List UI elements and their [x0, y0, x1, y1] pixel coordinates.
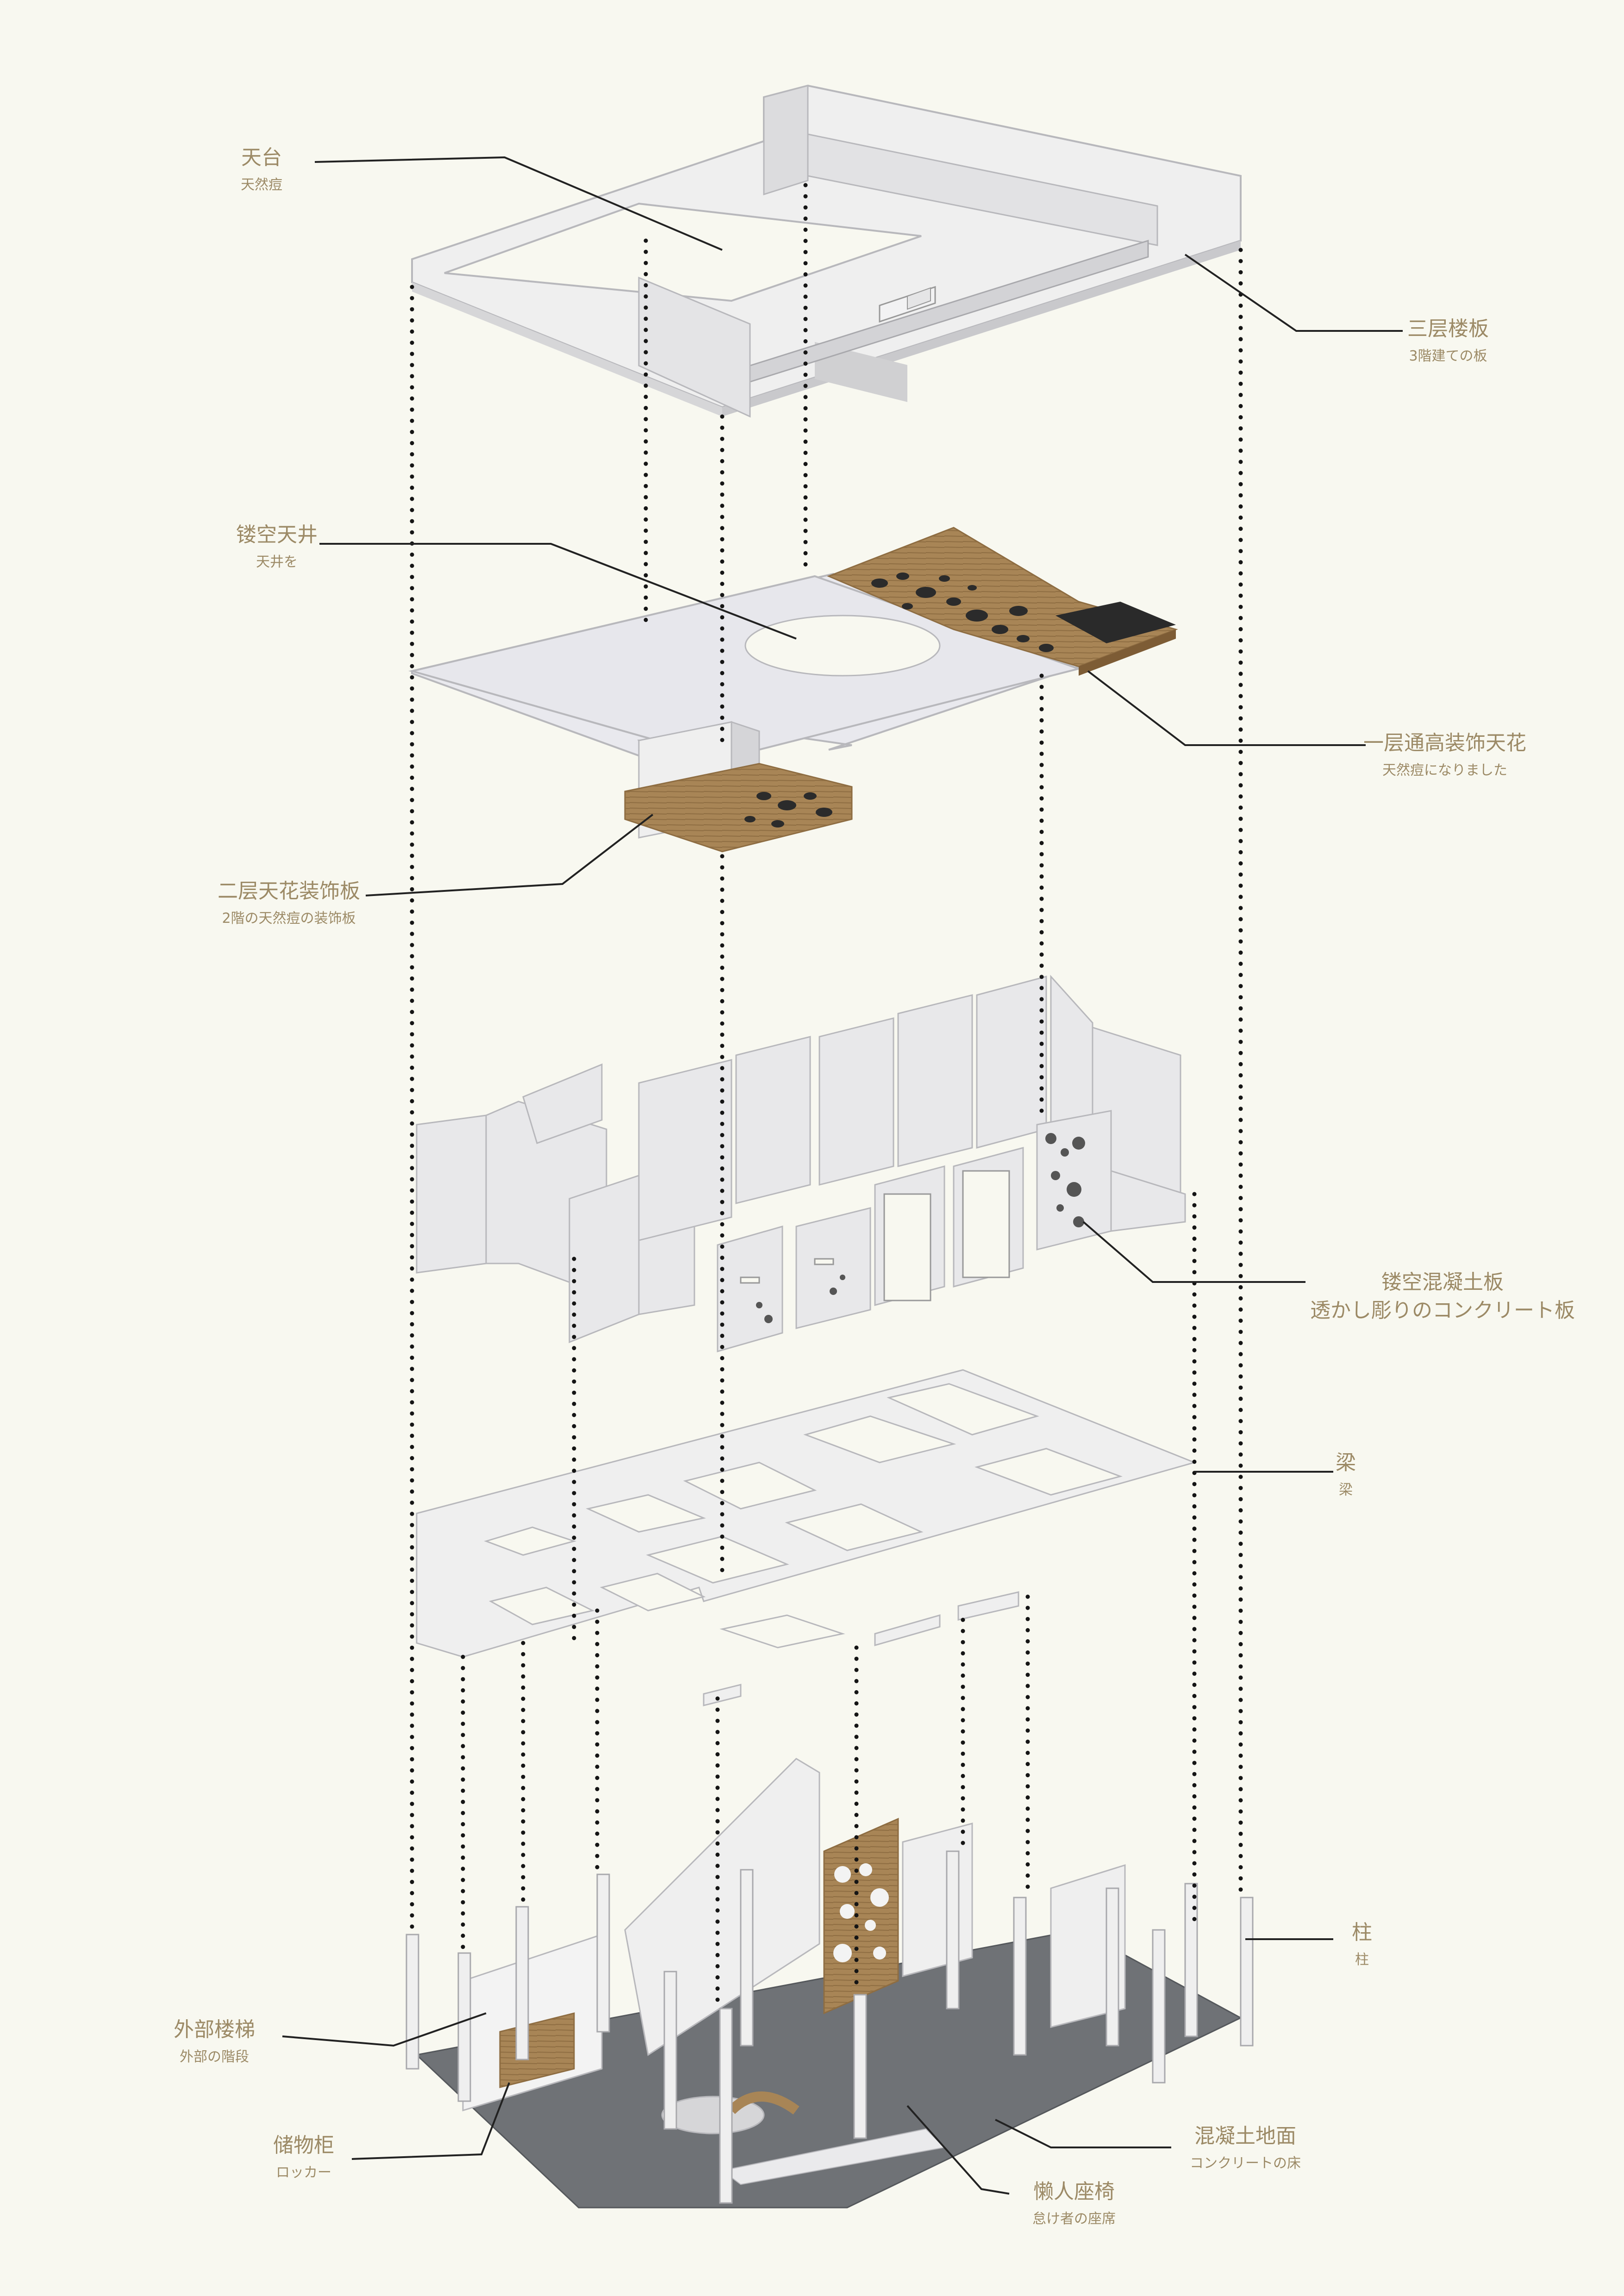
beam-grid-holes — [484, 1383, 1123, 1649]
label-sub: 2階の天然痘の装饰板 — [222, 910, 356, 927]
label-first-floor-ceiling: 一层通高装饰天花 天然痘になりました — [1363, 731, 1526, 779]
label-beam: 梁 梁 — [1336, 1451, 1356, 1499]
label-main: 天台 — [241, 146, 282, 169]
first-floor-ceiling-shape — [827, 527, 1178, 676]
label-locker: 储物柜 ロッカー — [273, 2134, 334, 2181]
label-column: 柱 柱 — [1352, 1921, 1372, 1968]
label-sub: ロッカー — [276, 2164, 331, 2181]
label-main: 梁 — [1336, 1451, 1356, 1475]
label-sub: 天然痘 — [241, 176, 282, 193]
label-main: 三层楼板 — [1407, 317, 1489, 341]
label-sub: コンクリートの床 — [1190, 2155, 1301, 2172]
label-second-floor-ceiling: 二层天花装饰板 2階の天然痘の装饰板 — [218, 879, 360, 927]
perforation-dots — [756, 1133, 1085, 1323]
wall-openings — [740, 1170, 1010, 1301]
perforated-wood-panel-shape — [823, 1817, 899, 2015]
label-sub: 3階建ての板 — [1409, 348, 1487, 364]
alignment-dotted-lines — [410, 183, 1243, 2006]
label-sub: 透かし彫りのコンクリート板 — [1310, 1298, 1575, 1322]
label-sub: 天井を — [256, 554, 298, 570]
label-main: 懒人座椅 — [1033, 2180, 1115, 2203]
label-main: 柱 — [1352, 1921, 1372, 1944]
leader-lines — [282, 156, 1403, 2195]
label-sub: 天然痘になりました — [1382, 762, 1507, 778]
label-sub: 柱 — [1355, 1951, 1369, 1968]
label-external-stair: 外部楼梯 外部の階段 — [174, 2018, 255, 2066]
label-sub: 外部の階段 — [180, 2048, 249, 2065]
label-roof-terrace: 天台 天然痘 — [241, 146, 282, 193]
label-main: 镂空天井 — [236, 523, 318, 547]
second-floor-ceiling-shape — [624, 763, 853, 852]
label-lazy-chair: 懒人座椅 怠け者の座席 — [1032, 2180, 1116, 2228]
column-shape — [406, 1850, 1254, 2204]
label-hollow-skylight: 镂空天井 天井を — [236, 523, 318, 571]
label-main: 一层通高装饰天花 — [1363, 731, 1526, 755]
label-sub: 怠け者の座席 — [1032, 2210, 1116, 2227]
label-sub: 梁 — [1339, 1481, 1353, 1498]
label-third-floor: 三层楼板 3階建ての板 — [1407, 317, 1489, 365]
label-main: 二层天花装饰板 — [218, 879, 360, 903]
beam-pieces — [703, 1591, 1019, 1706]
label-main: 混凝土地面 — [1194, 2124, 1296, 2148]
label-main: 储物柜 — [273, 2134, 334, 2157]
label-main: 镂空混凝土板 — [1381, 1270, 1504, 1294]
chair-shape — [661, 2091, 800, 2134]
label-concrete-floor: 混凝土地面 コンクリートの床 — [1190, 2124, 1301, 2172]
label-main: 外部楼梯 — [174, 2018, 255, 2041]
roof-slab-shape — [411, 84, 1242, 418]
label-perforated-concrete: 镂空混凝土板 透かし彫りのコンクリート板 — [1310, 1270, 1575, 1323]
wall-panels-shape — [416, 975, 1186, 1352]
